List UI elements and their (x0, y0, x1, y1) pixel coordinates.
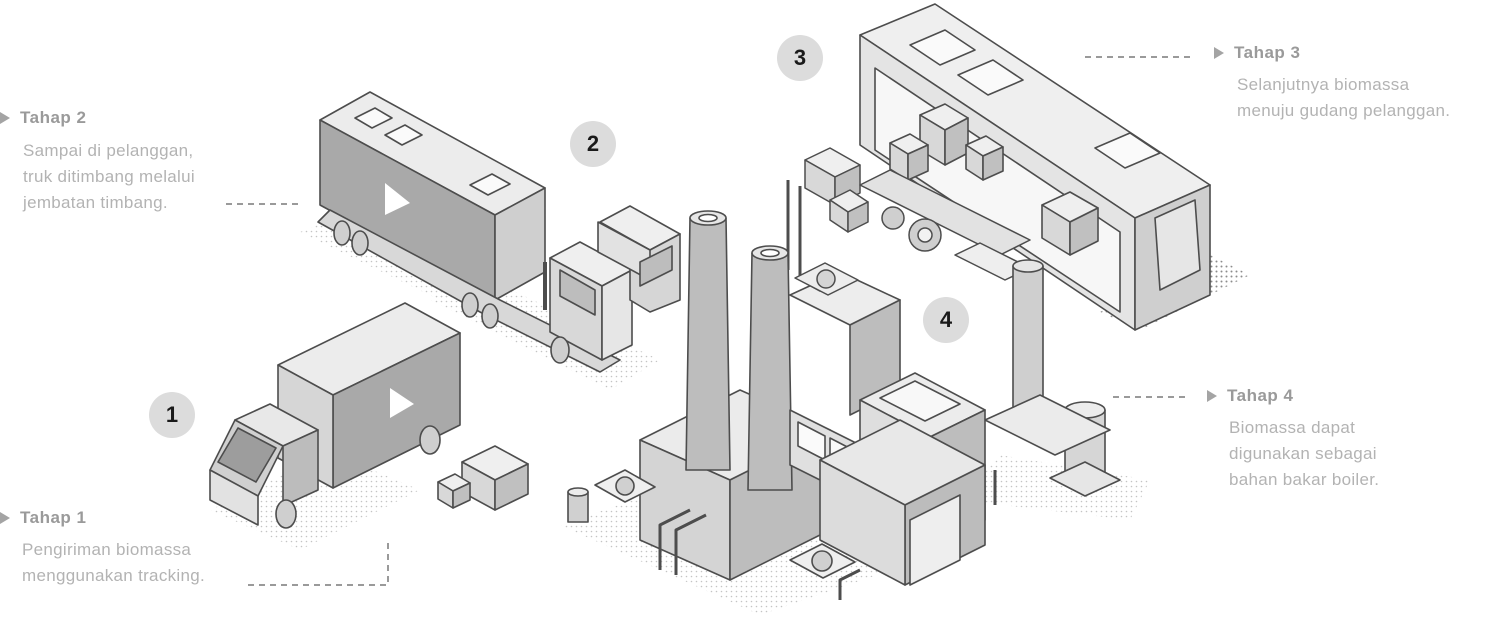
rooftop-fan-illustration (794, 262, 859, 296)
step-2-title: Tahap 2 (0, 108, 86, 128)
step-4-description: Biomassa dapat digunakan sebagai bahan b… (1229, 415, 1379, 493)
triangle-right-icon (0, 112, 10, 124)
step-title-text: Tahap 2 (20, 108, 87, 127)
step-2-description: Sampai di pelanggan, truk ditimbang mela… (23, 138, 195, 216)
step-number: 4 (939, 307, 953, 332)
step-description-line: Selanjutnya biomassa (1237, 75, 1410, 94)
step-number: 2 (586, 131, 600, 156)
step-description-line: menuju gudang pelanggan. (1237, 101, 1451, 120)
step-number: 1 (165, 402, 179, 427)
step-description-line: bahan bakar boiler. (1229, 470, 1380, 489)
triangle-right-icon (0, 512, 10, 524)
logo-play-icon (385, 183, 410, 215)
step-description-line: digunakan sebagai (1229, 444, 1377, 463)
step-badge-1: 1 (149, 392, 195, 438)
step-description-line: menggunakan tracking. (22, 566, 206, 585)
step-3-title: Tahap 3 (1214, 43, 1300, 63)
step-4-title: Tahap 4 (1207, 386, 1293, 406)
step-badge-4: 4 (923, 297, 969, 343)
logo-play-icon (390, 388, 414, 418)
step-number: 3 (793, 45, 807, 70)
triangle-right-icon (1207, 390, 1217, 402)
step-description-line: Sampai di pelanggan, (23, 141, 194, 160)
step-description-line: Pengiriman biomassa (22, 540, 192, 559)
delivery-truck-illustration (209, 302, 529, 529)
triangle-right-icon (1214, 47, 1224, 59)
step-title-text: Tahap 4 (1227, 386, 1294, 405)
semi-truck-illustration (317, 91, 681, 373)
leader-lines (226, 56, 1195, 586)
step-1-title: Tahap 1 (0, 508, 86, 528)
step-description-line: Biomassa dapat (1229, 418, 1356, 437)
boiler-factory-illustration (567, 210, 1121, 600)
step-title-text: Tahap 1 (20, 508, 87, 527)
step-description-line: truk ditimbang melalui (23, 167, 195, 186)
step-badge-3: 3 (777, 35, 823, 81)
step-1-description: Pengiriman biomassa menggunakan tracking… (22, 537, 205, 589)
step-title-text: Tahap 3 (1234, 43, 1301, 62)
step-badge-2: 2 (570, 121, 616, 167)
step-3-description: Selanjutnya biomassa menuju gudang pelan… (1237, 72, 1450, 124)
warehouse-illustration (859, 3, 1211, 331)
forklift-illustration (786, 147, 1031, 281)
step-description-line: jembatan timbang. (23, 193, 168, 212)
